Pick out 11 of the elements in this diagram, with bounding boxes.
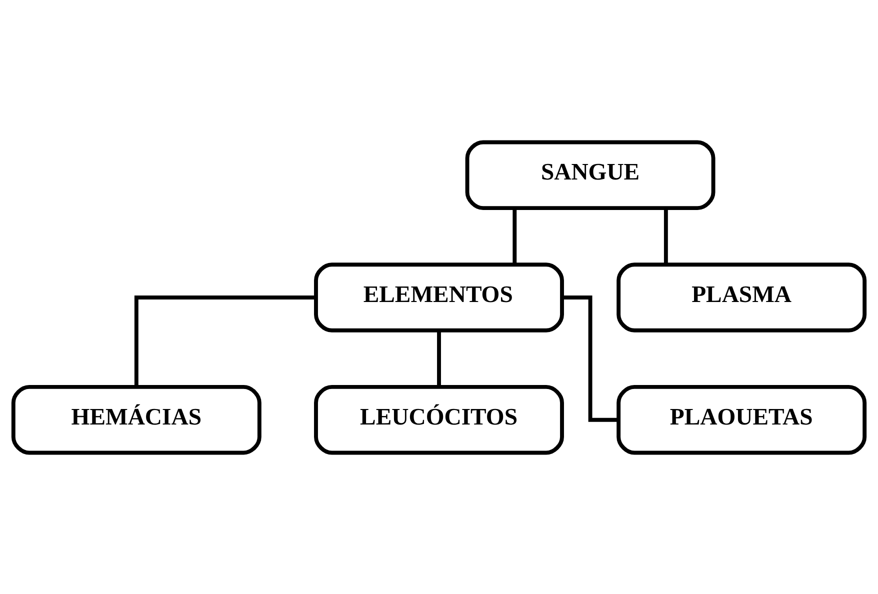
node-box: ELEMENTOS: [314, 262, 564, 332]
connector: [664, 208, 668, 264]
connector: [134, 295, 316, 386]
node-box: PLAOUETAS: [616, 384, 867, 454]
node-box: PLASMA: [616, 262, 867, 332]
connector: [562, 295, 618, 422]
node-box: HEMÁCIAS: [11, 384, 262, 454]
node-box: LEUCÓCITOS: [314, 384, 564, 454]
connector: [437, 330, 441, 386]
node-box: SANGUE: [465, 140, 716, 210]
connector: [512, 208, 517, 264]
